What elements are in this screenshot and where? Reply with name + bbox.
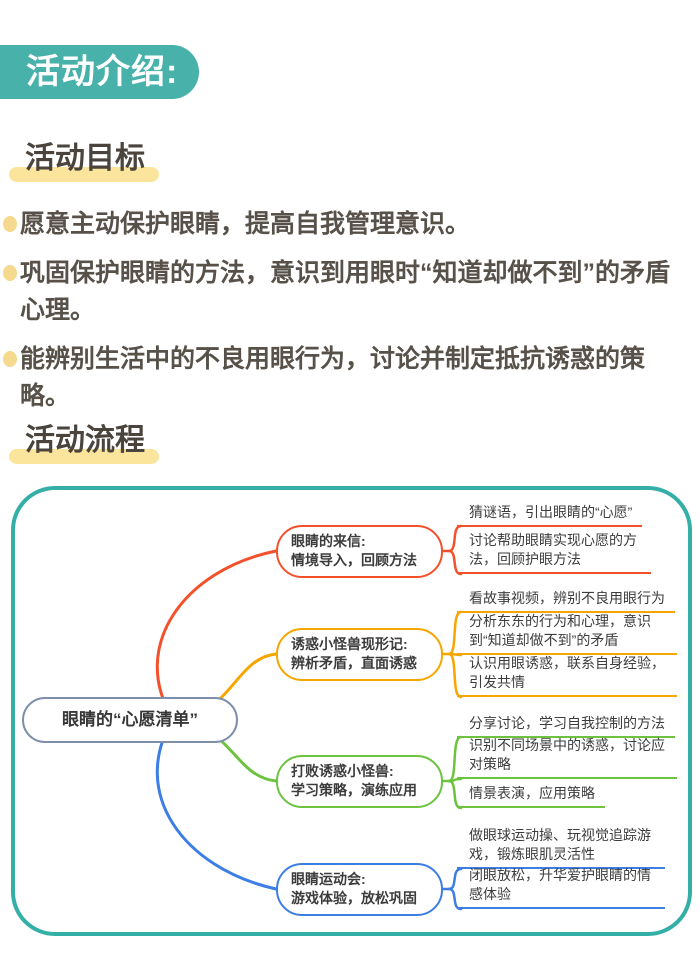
goals-heading: 活动目标 xyxy=(9,142,159,182)
leaf-note: 认识用眼诱惑，联系自身经验，引发共情 xyxy=(457,654,677,697)
branch-title-line2: 情境导入，回顾方法 xyxy=(291,552,417,568)
leaf-note: 讨论帮助眼睛实现心愿的方法，回顾护眼方法 xyxy=(457,531,651,574)
leaf-note: 分析东东的行为和心理，意识到“知道却做不到”的矛盾 xyxy=(457,612,677,655)
leaf-note: 猜谜语，引出眼睛的“心愿” xyxy=(457,503,643,527)
goal-item: 巩固保护眼睛的方法，意识到用眼时“知道却做不到”的矛盾心理。 xyxy=(0,255,680,329)
bullet-dot-icon xyxy=(3,216,17,232)
goals-heading-label: 活动目标 xyxy=(25,142,145,175)
goal-text: 愿意主动保护眼睛，提高自我管理意识。 xyxy=(20,210,471,238)
process-heading-label: 活动流程 xyxy=(25,424,145,457)
banner-title: 活动介绍: xyxy=(26,53,179,91)
leaf-note: 分享讨论，学习自我控制的方法 xyxy=(457,714,675,738)
leaf-note: 看故事视频，辨别不良用眼行为 xyxy=(457,589,675,613)
branch-node-defeat-monster: 打败诱惑小怪兽: 学习策略，演练应用 xyxy=(276,755,443,808)
branch-title-line1: 诱惑小怪兽现形记: xyxy=(291,636,408,652)
bullet-dot-icon xyxy=(3,351,17,367)
branch-title-line1: 眼睛的来信: xyxy=(291,533,366,549)
leaf-note: 做眼球运动操、玩视觉追踪游戏，锻炼眼肌灵活性 xyxy=(457,826,665,869)
branch-title-line2: 游戏体验，放松巩固 xyxy=(291,890,417,906)
branch-title-line1: 打败诱惑小怪兽: xyxy=(291,763,394,779)
branch-node-temptation-monster: 诱惑小怪兽现形记: 辨析矛盾，直面诱惑 xyxy=(276,628,443,681)
goal-text: 能辨别生活中的不良用眼行为，讨论并制定抵抗诱惑的策略。 xyxy=(20,345,646,410)
branch-title-line1: 眼睛运动会: xyxy=(291,871,366,887)
section-header-banner: 活动介绍: xyxy=(0,45,199,99)
leaf-note: 识别不同场景中的诱惑，讨论应对策略 xyxy=(457,736,677,779)
process-heading: 活动流程 xyxy=(9,424,159,464)
branch-title-line2: 辨析矛盾，直面诱惑 xyxy=(291,655,417,671)
bullet-dot-icon xyxy=(3,265,17,281)
branch-title-line2: 学习策略，演练应用 xyxy=(291,782,417,798)
leaf-note: 闭眼放松，升华爱护眼睛的情感体验 xyxy=(457,866,665,909)
goals-list: 愿意主动保护眼睛，提高自我管理意识。 巩固保护眼睛的方法，意识到用眼时“知道却做… xyxy=(0,206,694,427)
leaf-note: 情景表演，应用策略 xyxy=(457,784,605,808)
goal-text: 巩固保护眼睛的方法，意识到用眼时“知道却做不到”的矛盾心理。 xyxy=(20,259,671,324)
branch-node-eye-sports: 眼睛运动会: 游戏体验，放松巩固 xyxy=(276,863,443,916)
goal-item: 愿意主动保护眼睛，提高自我管理意识。 xyxy=(0,206,680,243)
mindmap-root-node: 眼睛的“心愿清单” xyxy=(22,697,238,743)
goal-item: 能辨别生活中的不良用眼行为，讨论并制定抵抗诱惑的策略。 xyxy=(0,341,680,415)
branch-node-eye-letter: 眼睛的来信: 情境导入，回顾方法 xyxy=(276,525,443,578)
